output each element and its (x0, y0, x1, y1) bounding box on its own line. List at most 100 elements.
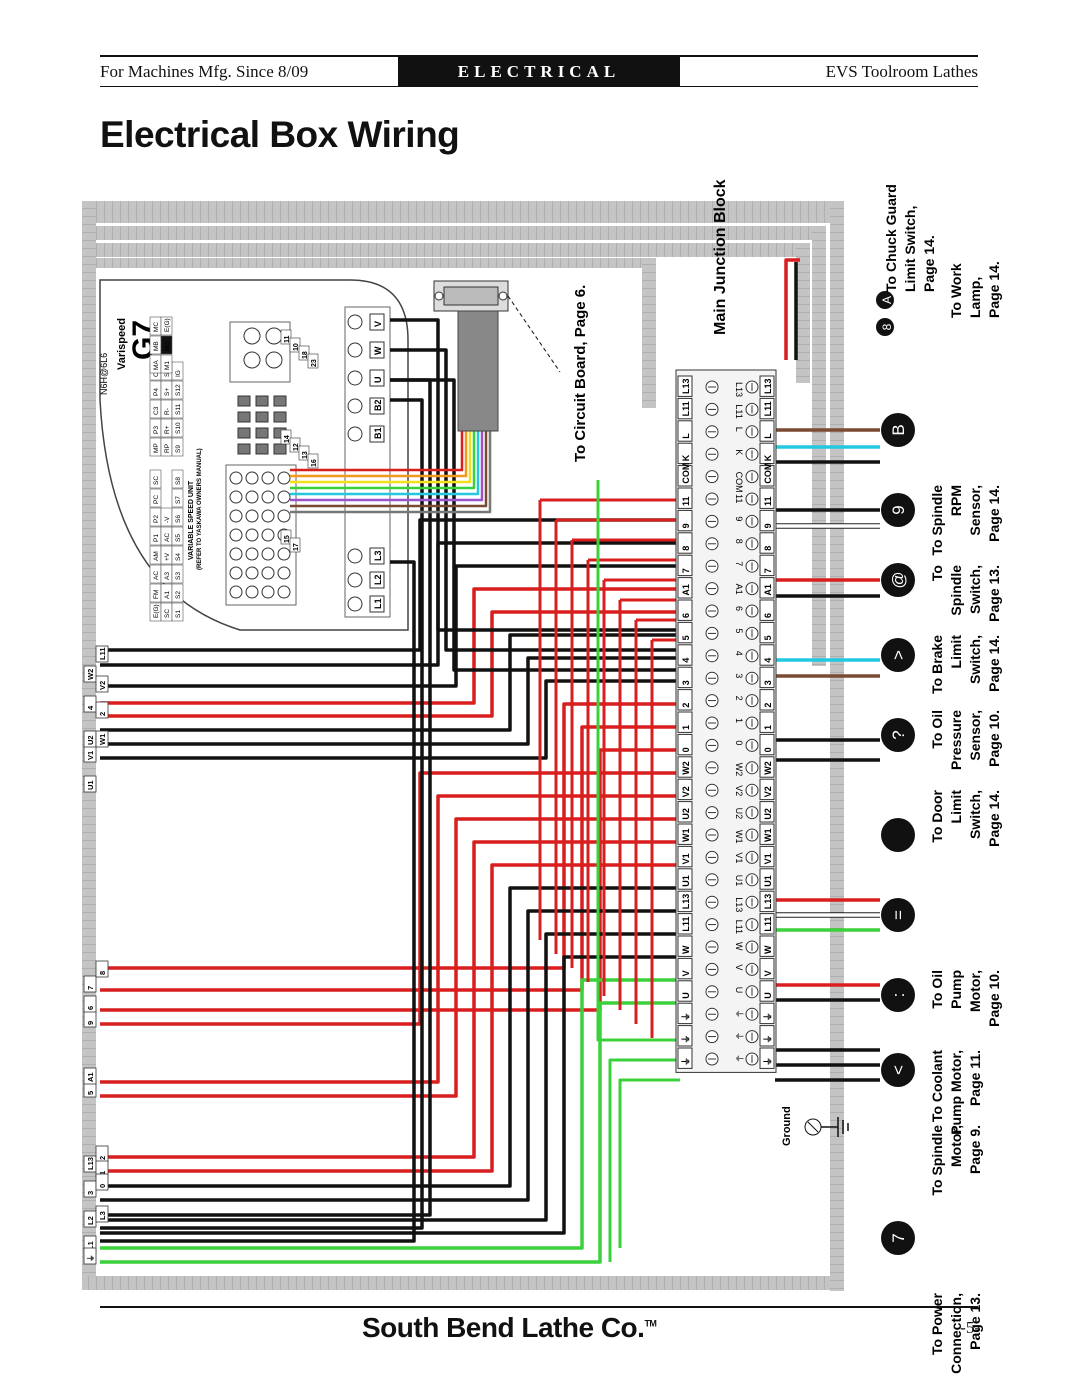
vfd-terminal-cell (160, 354, 173, 374)
vfd-output-tag (369, 425, 385, 443)
connector-label-line4: Page 13. (986, 565, 1002, 622)
vfd-wire-number-tag (298, 445, 310, 461)
connector-circle (881, 978, 915, 1012)
vfd-screw-terminal (229, 509, 243, 523)
vfd-terminal-label: S11 (175, 404, 182, 415)
terminal-label-left: COM (681, 463, 691, 484)
terminal-label-center: 8 (734, 539, 744, 544)
vfd-terminal-label: MA (153, 360, 160, 370)
left-wire-label: 2 (98, 1156, 107, 1160)
vfd-screw-terminal (265, 351, 283, 369)
vfd-screw-terminal (261, 566, 275, 580)
terminal-label-right: 8 (763, 546, 773, 551)
vfd-relay-block (255, 395, 269, 407)
connector-symbol: 9 (889, 505, 908, 514)
vfd-terminal-cell (171, 469, 184, 489)
connector-label-line2: Limit (948, 790, 964, 824)
terminal-label-left: L11 (681, 917, 691, 932)
terminal-label-center: 7 (734, 561, 744, 566)
ground-icon (804, 1117, 849, 1137)
vfd-terminal-label: -V (164, 516, 171, 523)
connector-label-line2: Pressure (948, 710, 964, 770)
left-wire-label: 6 (86, 1006, 95, 1010)
vfd-terminal-label: MC (153, 322, 160, 332)
vfd-screw-terminal (229, 547, 243, 561)
vfd-output-tag (369, 341, 385, 359)
vfd-terminal-label: RP (164, 444, 171, 453)
junction-terminal: 000 (677, 733, 775, 756)
left-wire-20 (100, 955, 680, 1235)
left-wire-22 (100, 1001, 680, 1264)
left-wire-label: L2 (86, 1216, 95, 1225)
vfd-terminal-cell (149, 488, 162, 508)
terminal-label-left: V (681, 970, 691, 976)
terminal-label-left: K (681, 454, 691, 461)
connector-symbol: A (880, 296, 894, 304)
vfd-terminal-label: M2 (164, 342, 171, 351)
terminal-label-left: L11 (681, 401, 691, 416)
terminal-label-center: 11 (734, 494, 744, 503)
terminal-label-left: U (681, 992, 691, 999)
terminal-label-center: W (734, 942, 744, 951)
terminal-label-right: K (763, 454, 773, 461)
vfd-wire-number-tag (298, 345, 310, 361)
vfd-terminal-cell (171, 526, 184, 546)
vfd-screw-terminal (261, 490, 275, 504)
connector-label-line1: To Work (948, 263, 964, 318)
junction-terminal: 333 (677, 666, 775, 689)
terminal-label-center: 5 (734, 628, 744, 633)
vfd-wire-number-tag (307, 353, 319, 369)
connector-symbol: 7 (889, 1233, 908, 1242)
ribbon-wire-5 (290, 430, 480, 496)
vfd-terminal-label: AC (164, 533, 171, 542)
ribbon-wire-3 (290, 430, 472, 484)
connector-label-line2: Connection, (948, 1293, 964, 1374)
connector-circle (876, 318, 894, 336)
vfd-output-tag (369, 313, 385, 331)
vfd-terminal-label: IG (175, 370, 182, 377)
connector-label-line3: Switch, (967, 565, 983, 614)
terminal-label-center: 4 (734, 651, 744, 656)
terminal-label-right: ⏚ (763, 1057, 773, 1066)
terminal-label-right: 5 (763, 635, 773, 640)
header-right-text: EVS Toolroom Lathes (825, 62, 978, 81)
vfd-output-label: B1 (373, 427, 383, 439)
vfd-screw-terminal (229, 471, 243, 485)
vfd-output-screw (347, 342, 363, 358)
junction-block-title: Main Junction Block (712, 179, 729, 335)
ribbon-wire-7 (290, 430, 488, 508)
svg-text:N6H@6L6: N6H@6L6 (99, 353, 109, 395)
vfd-terminal-label: A3 (164, 572, 171, 580)
svg-text:VARIABLE SPEED UNIT: VARIABLE SPEED UNIT (188, 480, 195, 560)
vfd-terminal-label: PC (153, 495, 160, 504)
left-wire-tag (95, 675, 109, 693)
vfd-terminal-label: P4 (153, 388, 160, 396)
terminal-label-center: ⏚ (734, 1054, 744, 1063)
terminal-label-center: K (734, 449, 744, 455)
terminal-label-left: ⏚ (681, 1012, 691, 1021)
terminal-label-right: 7 (763, 568, 773, 573)
ground-wire-1 (596, 480, 680, 1042)
connector-circle (881, 1053, 915, 1087)
ribbon-wire-2 (290, 430, 468, 478)
connector-label-line3: Motor, (967, 970, 983, 1012)
vfd-terminal-cell (171, 437, 184, 457)
vfd-terminal-cell (171, 380, 184, 400)
left-wire-8 (100, 679, 680, 760)
left-wire-tag (95, 730, 109, 748)
connector-label-line4: Page 14. (986, 635, 1002, 692)
connector-symbol: = (889, 910, 908, 920)
vfd-screw-terminal (245, 547, 259, 561)
terminal-label-right: L13 (763, 894, 773, 910)
vfd-terminal-label: P2 (153, 515, 160, 523)
junction-terminal: 999 (677, 509, 775, 532)
vfd-terminal-cell (171, 583, 184, 603)
vfd-model-code: N6H@6L6 (99, 353, 109, 395)
vfd-terminal-label: SC (153, 476, 160, 485)
terminal-label-right: COM (763, 463, 773, 484)
